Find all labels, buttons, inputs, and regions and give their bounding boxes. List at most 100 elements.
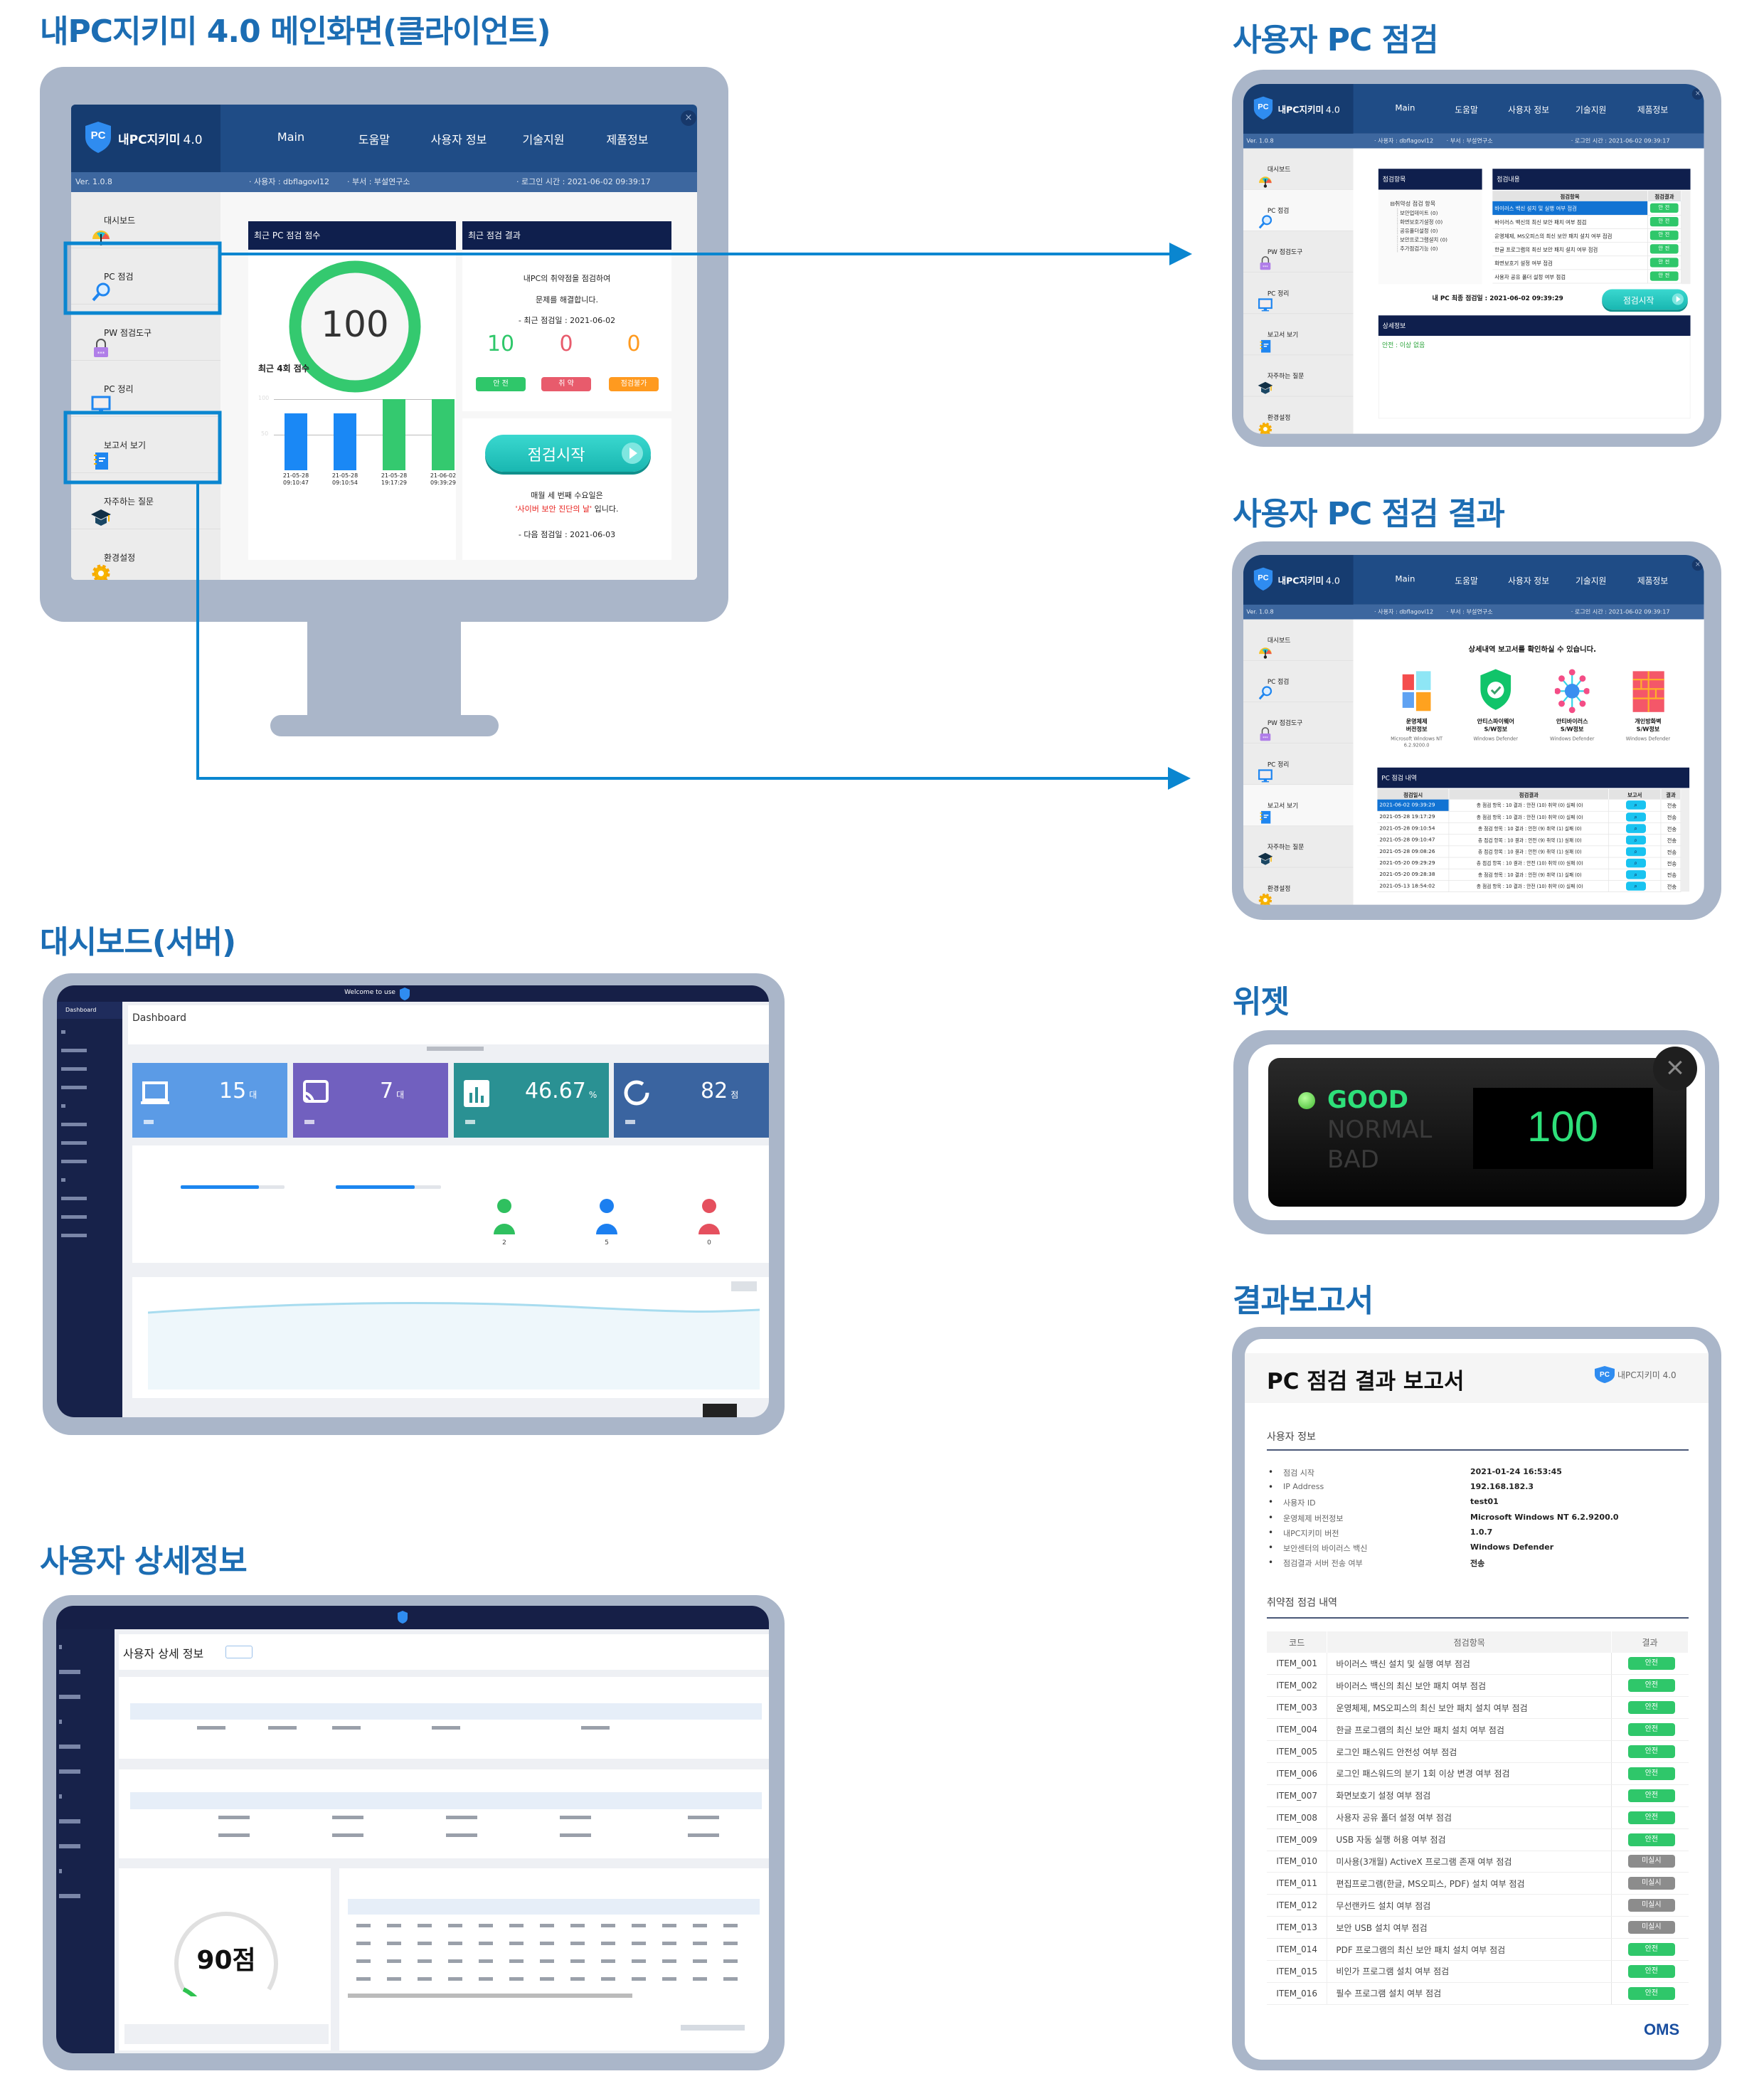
sidebar-item-notebook[interactable]: 보고서 보기	[1243, 314, 1354, 356]
sidebar-item-graduation-cap[interactable]: 자주하는 질문	[1243, 355, 1354, 397]
nav-0[interactable]: Main	[277, 130, 305, 144]
view-report-button[interactable]: ⌕	[1625, 847, 1646, 856]
nav-0[interactable]: Main	[1395, 102, 1415, 113]
widget-close-button[interactable]: ×	[1653, 1047, 1697, 1091]
sidebar-menu-item[interactable]	[59, 1894, 80, 1898]
view-report-button[interactable]: ⌕	[1625, 800, 1646, 810]
sidebar-menu-item[interactable]	[61, 1067, 87, 1071]
sidebar-menu-item[interactable]	[59, 1670, 80, 1674]
sidebar-item-graduation-cap[interactable]: 자주하는 질문	[1243, 826, 1354, 868]
tree-root[interactable]: ⊟취약성 점검 항목	[1390, 200, 1436, 207]
nav-1[interactable]: 도움말	[1455, 105, 1478, 115]
sidebar-menu-item[interactable]	[61, 1160, 87, 1163]
close-button[interactable]: ×	[681, 110, 696, 126]
close-button[interactable]: ×	[1691, 559, 1704, 571]
sidebar-item-monitor[interactable]: PC 정리	[71, 361, 220, 417]
sidebar-menu-item[interactable]	[59, 1769, 80, 1774]
view-report-button[interactable]: ⌕	[1625, 835, 1646, 845]
tree-node[interactable]: 공유폴더설정 (0)	[1397, 226, 1438, 235]
nav-4[interactable]: 제품정보	[1637, 576, 1669, 586]
sidebar-item-notebook[interactable]: 보고서 보기	[1243, 785, 1354, 827]
tree-node[interactable]: 추가점검기능 (0)	[1397, 244, 1438, 253]
sidebar-menu-item[interactable]	[61, 1215, 87, 1219]
sidebar-menu-item[interactable]	[59, 1745, 80, 1749]
sidebar-menu-item[interactable]	[59, 1645, 62, 1649]
sidebar-item-dashboard-gauge[interactable]: 대시보드	[1243, 620, 1354, 661]
sidebar-menu-item[interactable]	[61, 1123, 87, 1126]
view-report-button[interactable]: ⌕	[1625, 869, 1646, 879]
start-check-button[interactable]: 점검시작	[485, 435, 651, 472]
sidebar-menu-item[interactable]	[59, 1819, 80, 1823]
nav-4[interactable]: 제품정보	[1637, 105, 1669, 115]
tree-node[interactable]: 보안업데이트 (0)	[1397, 208, 1438, 217]
sidebar-menu-item[interactable]	[59, 1695, 80, 1699]
sidebar-menu-item[interactable]	[61, 1104, 65, 1108]
range-toggle[interactable]	[731, 1281, 757, 1291]
sidebar-item-gear[interactable]: 환경설정	[1243, 396, 1354, 434]
sidebar-menu-item[interactable]	[61, 1197, 87, 1200]
sidebar-item-lock[interactable]: ***PW 점검도구	[1243, 702, 1354, 743]
stat-card[interactable]: 46.67%	[454, 1063, 609, 1138]
sidebar-item-lock[interactable]: ***PW 점검도구	[1243, 231, 1354, 272]
sidebar-item-magnifier[interactable]: PC 점검	[1243, 661, 1354, 702]
sidebar-menu-item[interactable]	[61, 1141, 87, 1145]
sidebar-item-monitor[interactable]: PC 정리	[1243, 743, 1354, 785]
sidebar-menu-item[interactable]	[61, 1030, 65, 1034]
nav-0[interactable]: Main	[1395, 573, 1415, 584]
nav-2[interactable]: 사용자 정보	[430, 133, 487, 147]
nav-4[interactable]: 제품정보	[606, 133, 649, 147]
table-scrollbar[interactable]	[1681, 788, 1690, 892]
sidebar-item-magnifier[interactable]: PC 점검	[71, 248, 220, 305]
sidebar-item-notebook[interactable]: 보고서 보기	[71, 417, 220, 473]
sidebar-item-lock[interactable]: ***PW 점검도구	[71, 305, 220, 361]
sidebar-menu-item[interactable]	[59, 1720, 62, 1724]
pagination[interactable]	[681, 2025, 745, 2031]
view-report-button[interactable]: ⌕	[1625, 823, 1646, 833]
close-button[interactable]: ×	[1691, 88, 1704, 100]
sidebar-item-magnifier[interactable]: PC 점검	[1243, 189, 1354, 231]
view-report-button[interactable]: ⌕	[1625, 881, 1646, 891]
back-button[interactable]	[225, 1646, 253, 1658]
sidebar-menu-item[interactable]	[59, 1794, 62, 1799]
sidebar-menu-item[interactable]	[59, 1869, 62, 1873]
sidebar-item-dashboard[interactable]: Dashboard	[57, 1002, 122, 1019]
view-report-button[interactable]: ⌕	[1625, 858, 1646, 868]
tree-node[interactable]: 화면보호기설정 (0)	[1397, 217, 1442, 226]
nav-1[interactable]: 도움말	[358, 133, 390, 147]
nav-1[interactable]: 도움말	[1455, 576, 1478, 586]
table-scrollbar[interactable]	[1681, 191, 1691, 285]
sidebar-item-gear[interactable]: 환경설정	[1243, 867, 1354, 905]
sidebar-menu-item[interactable]	[61, 1086, 87, 1089]
sidebar-item-monitor[interactable]: PC 정리	[1243, 272, 1354, 314]
sidebar-item-graduation-cap[interactable]: 자주하는 질문	[71, 473, 220, 529]
nav-2[interactable]: 사용자 정보	[1508, 576, 1550, 586]
horizontal-scrollbar[interactable]	[348, 1994, 632, 1998]
nav-3[interactable]: 기술지원	[1576, 576, 1607, 586]
sidebar-menu-item[interactable]	[61, 1178, 65, 1182]
sidebar-menu-item[interactable]	[61, 1049, 87, 1052]
sidebar-menu-item[interactable]	[61, 1234, 87, 1237]
tree-node[interactable]: 보안프로그램설치 (0)	[1397, 235, 1447, 243]
nav-2[interactable]: 사용자 정보	[1508, 105, 1550, 115]
